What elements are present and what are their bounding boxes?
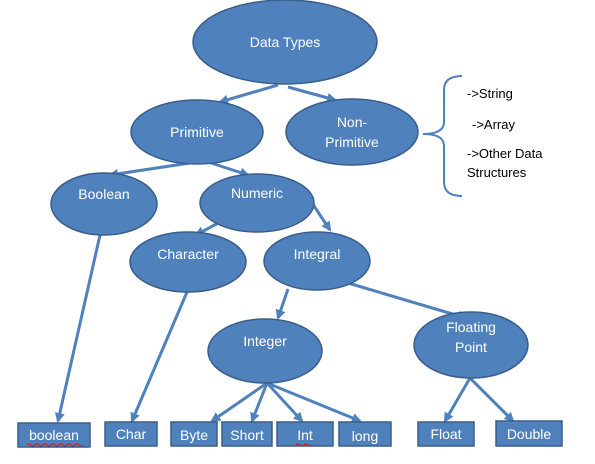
node-primitive: Primitive [130,99,264,165]
edge-character-leaf [130,291,189,423]
leaf-float-label: Float [430,426,461,442]
curly-brace [422,75,463,197]
list-item-structures: Structures [467,165,527,180]
edge-integral-integer [275,288,290,320]
node-character-label: Character [157,246,219,262]
leaf-double: Double [495,420,563,447]
node-numeric-label: Numeric [231,185,283,201]
edge-datatypes-nonprimitive [287,85,337,103]
list-item-other: ->Other Data [467,146,543,161]
node-floating-point-label-1: Floating [446,319,496,335]
node-data-types-label: Data Types [250,34,321,50]
edge-floating-float [443,377,472,423]
node-primitive-label: Primitive [170,124,224,140]
leaf-float: Float [417,421,475,447]
node-boolean-label: Boolean [78,186,129,202]
leaf-byte: Byte [170,421,218,447]
edge-integer-int [265,381,304,423]
edge-primitive-boolean [108,161,191,179]
non-primitive-list: ->String ->Array ->Other Data Structures [467,86,543,180]
node-non-primitive-label-2: Primitive [325,134,379,150]
spellcheck-underline [26,443,84,447]
leaf-boolean: boolean [17,422,91,448]
node-integer-label: Integer [243,333,287,349]
node-boolean: Boolean [50,172,158,236]
node-integral: Integral [263,231,371,291]
leaf-boolean-label: boolean [29,427,79,443]
leaf-short: Short [221,421,273,447]
node-data-types: Data Types [192,0,378,85]
node-floating-point-label-2: Point [455,339,487,355]
leaf-short-label: Short [230,427,264,443]
list-item-string: ->String [467,86,513,101]
leaf-int-label: Int [297,427,313,443]
edge-numeric-integral [310,202,332,232]
node-floating-point: Floating Point [413,311,529,379]
edge-integer-long [266,381,362,423]
leaf-char: Char [104,421,158,447]
edge-boolean-leaf [54,234,102,423]
connectors [54,83,515,423]
node-numeric: Numeric [199,173,315,233]
node-integral-label: Integral [294,246,341,262]
edge-integer-short [250,382,269,423]
edge-floating-double [468,376,515,423]
leaf-char-label: Char [116,426,147,442]
edge-integer-byte [210,381,268,423]
node-non-primitive: Non- Primitive [285,98,419,166]
leaf-double-label: Double [507,426,552,442]
list-item-array: ->Array [472,117,515,132]
edge-datatypes-primitive [218,83,279,105]
node-non-primitive-label-1: Non- [337,114,368,130]
node-integer: Integer [207,318,323,384]
leaf-long-label: long [352,428,378,444]
edge-integral-floating [347,281,468,321]
leaf-byte-label: Byte [180,427,208,443]
leaf-long: long [338,421,392,447]
leaf-int: Int [276,421,334,447]
node-character: Character [129,231,247,293]
spellcheck-underline [295,443,313,447]
